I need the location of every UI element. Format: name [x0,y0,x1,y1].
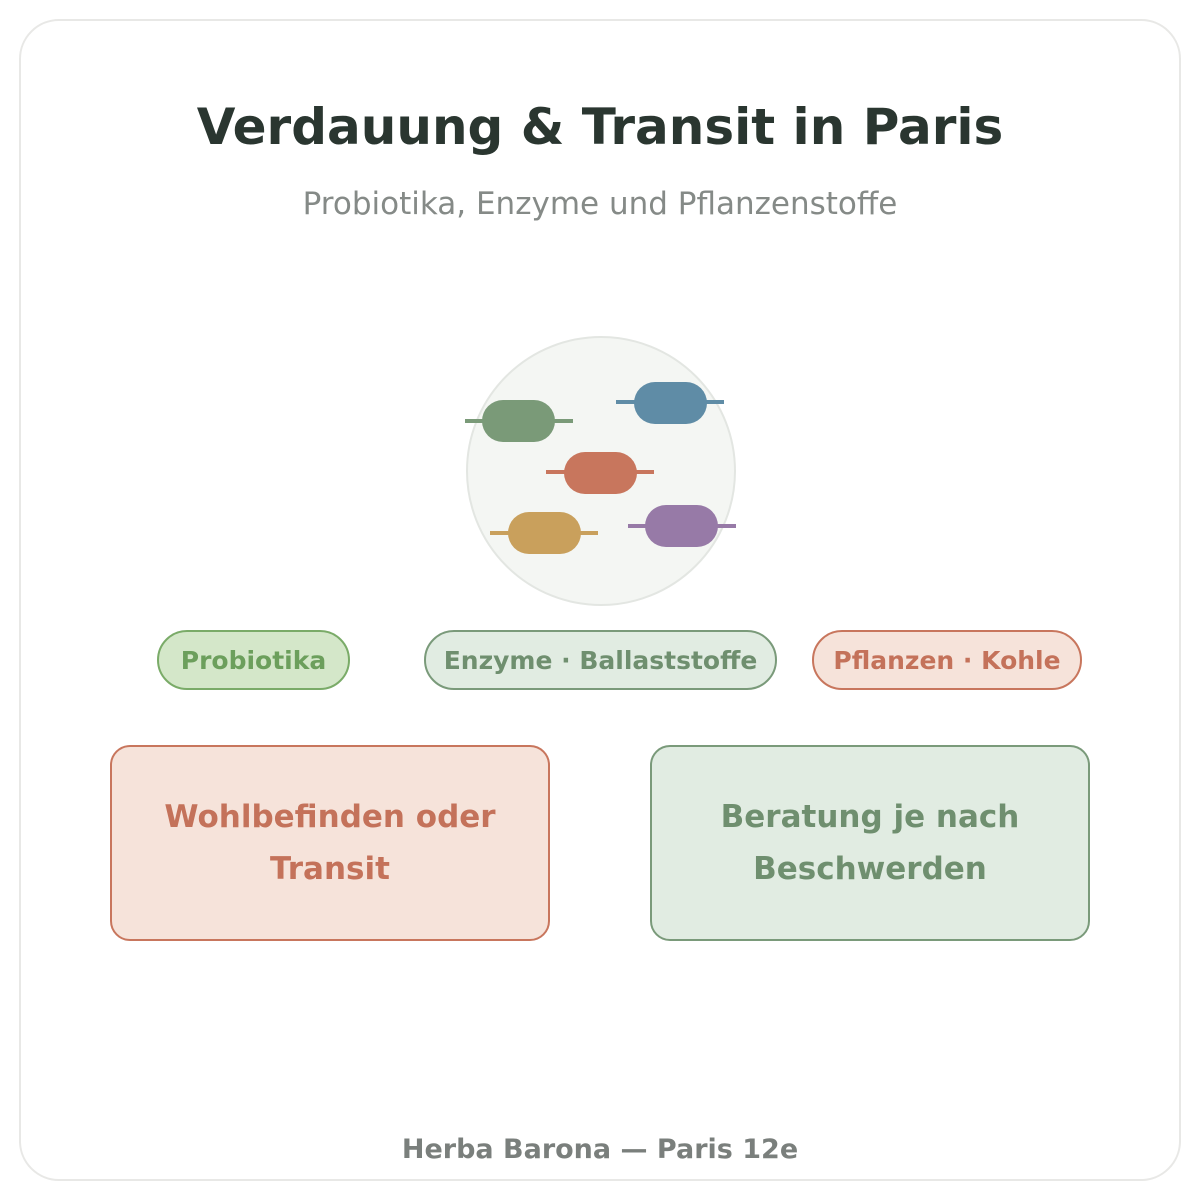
card-beratung-text: Beratung je nach Beschwerden [720,799,1020,887]
tag-probiotika: Probiotika [157,630,350,690]
capsule-terracotta-icon [546,452,654,494]
page-subtitle: Probiotika, Enzyme und Pflanzenstoffe [302,186,898,222]
card-wohlbefinden-text: Wohlbefinden oder Transit [164,799,496,887]
capsule-purple-icon [628,505,736,547]
capsule-green-icon [465,400,573,442]
card-wohlbefinden: Wohlbefinden oder Transit [110,745,550,941]
card-beratung: Beratung je nach Beschwerden [650,745,1090,941]
footer-credit: Herba Barona — Paris 12e [401,1134,799,1165]
probiotic-capsules-icon [465,336,736,606]
page-title: Verdauung & Transit in Paris [196,98,1004,156]
tag-enzyme-ballaststoffe: Enzyme · Ballaststoffe [424,630,777,690]
capsule-ochre-icon [490,512,598,554]
capsule-blue-icon [616,382,724,424]
tag-pflanzen-kohle: Pflanzen · Kohle [812,630,1082,690]
